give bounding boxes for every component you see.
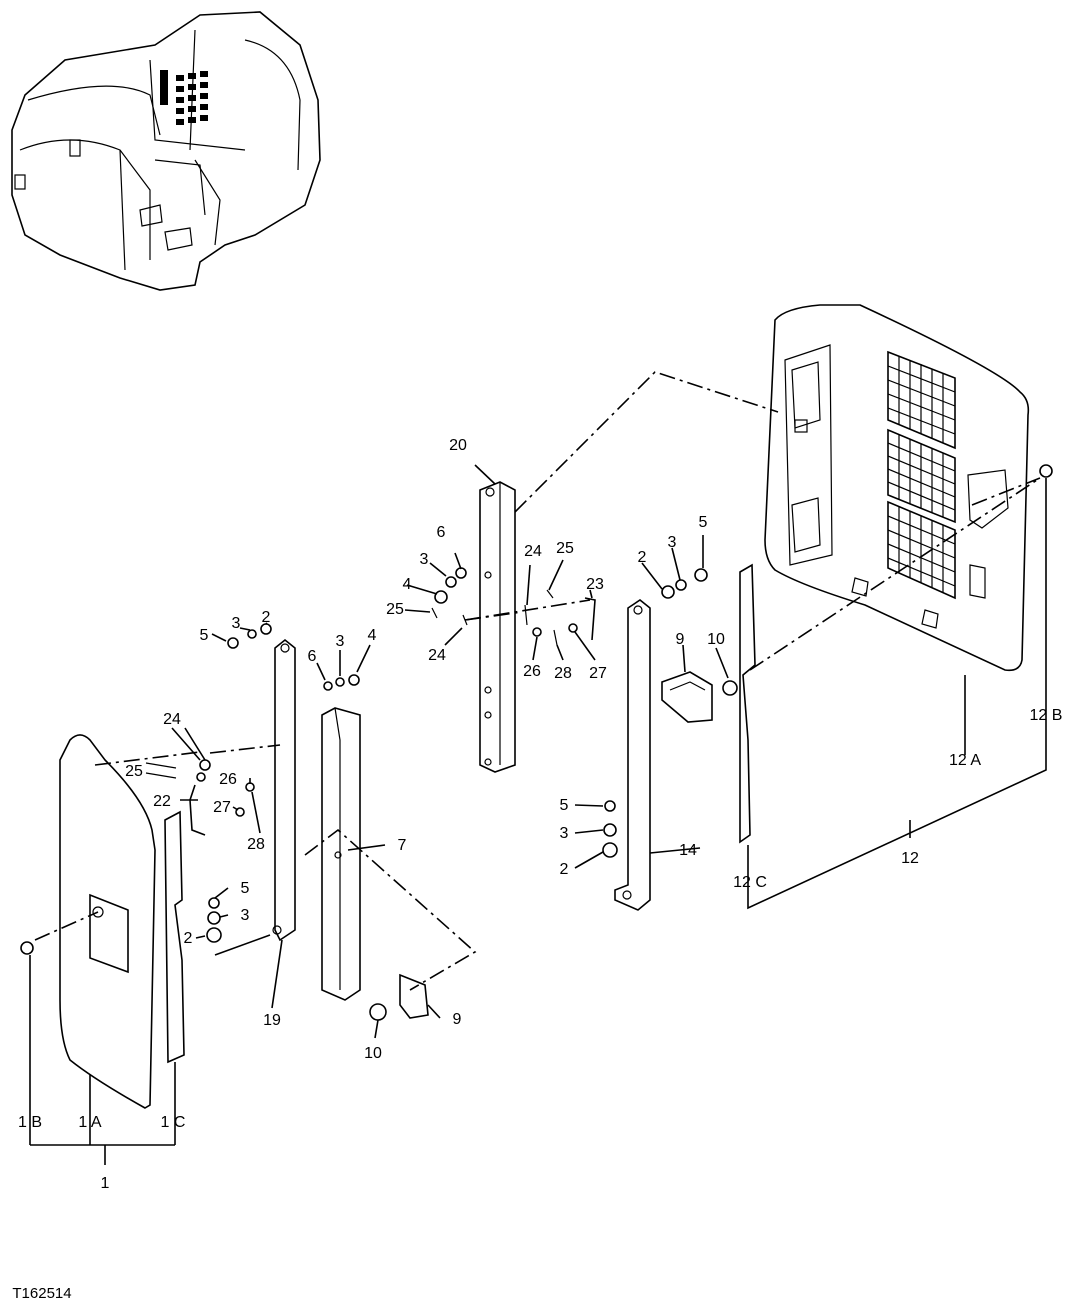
hinge-post-20 [479,481,516,773]
callout-25: 25 [386,601,404,618]
callout-1C: 1 C [161,1114,186,1131]
callout-3: 3 [336,633,345,650]
callout-20: 20 [449,437,467,454]
seal-strip-1c [164,810,185,1064]
callout-6: 6 [308,648,317,665]
callout-2: 2 [262,609,271,626]
callout-3: 3 [232,615,241,632]
hinge-bar-14 [614,599,651,911]
callout-4: 4 [368,627,377,644]
callout-6: 6 [437,524,446,541]
callout-9: 9 [676,631,685,648]
callout-25: 25 [125,763,143,780]
callout-25: 25 [556,540,574,557]
callout-12B: 12 B [1030,707,1063,724]
vent-grille-bottom [887,500,956,600]
right-cover-door [764,304,1030,672]
callout-5: 5 [241,880,250,897]
left-cover-door [59,734,156,1109]
callout-22: 22 [153,793,171,810]
callout-28: 28 [247,836,265,853]
callout-1A: 1 A [78,1114,101,1131]
callout-5: 5 [560,797,569,814]
mounting-post-7 [321,707,361,1001]
latch-plate-9-left [399,973,429,1019]
callout-27: 27 [589,665,607,682]
alignment-lines [34,371,1041,991]
callout-14: 14 [679,842,697,859]
callout-3: 3 [241,907,250,924]
callout-2: 2 [560,861,569,878]
callout-5: 5 [699,514,708,531]
callout-19: 19 [263,1012,281,1029]
vent-grille-middle [887,428,956,524]
callout-4: 4 [403,576,412,593]
hinge-bar-19 [272,638,296,942]
callout-7: 7 [398,837,407,854]
callout-3: 3 [560,825,569,842]
callout-2: 2 [638,549,647,566]
callout-1: 1 [101,1175,110,1192]
group-brackets [29,478,1047,1165]
callout-labels: 20 6 3 4 25 24 24 25 23 26 28 27 2 3 5 9… [12,437,1062,1300]
callout-24: 24 [428,647,446,664]
callout-26: 26 [523,663,541,680]
callout-24: 24 [524,543,542,560]
callout-12: 12 [901,850,919,867]
callout-27: 27 [213,799,231,816]
hardware [20,464,1053,1021]
callout-28: 28 [554,665,572,682]
figure-id: T162514 [12,1285,71,1300]
callout-10: 10 [364,1045,382,1062]
callout-26: 26 [219,771,237,788]
vent-grille-top [887,350,956,450]
callout-3: 3 [420,551,429,568]
machine-overview-illustration [11,11,321,291]
callout-12C: 12 C [733,874,767,891]
callout-23: 23 [586,576,604,593]
leader-lines [171,464,966,1039]
callout-3: 3 [668,534,677,551]
callout-1B: 1 B [18,1114,42,1131]
callout-9: 9 [453,1011,462,1028]
callout-10: 10 [707,631,725,648]
callout-12A: 12 A [949,752,981,769]
seal-strip-12c [739,563,756,844]
latch-plate-9-right [661,671,713,723]
callout-5: 5 [200,627,209,644]
callout-24: 24 [163,711,181,728]
callout-2: 2 [184,930,193,947]
